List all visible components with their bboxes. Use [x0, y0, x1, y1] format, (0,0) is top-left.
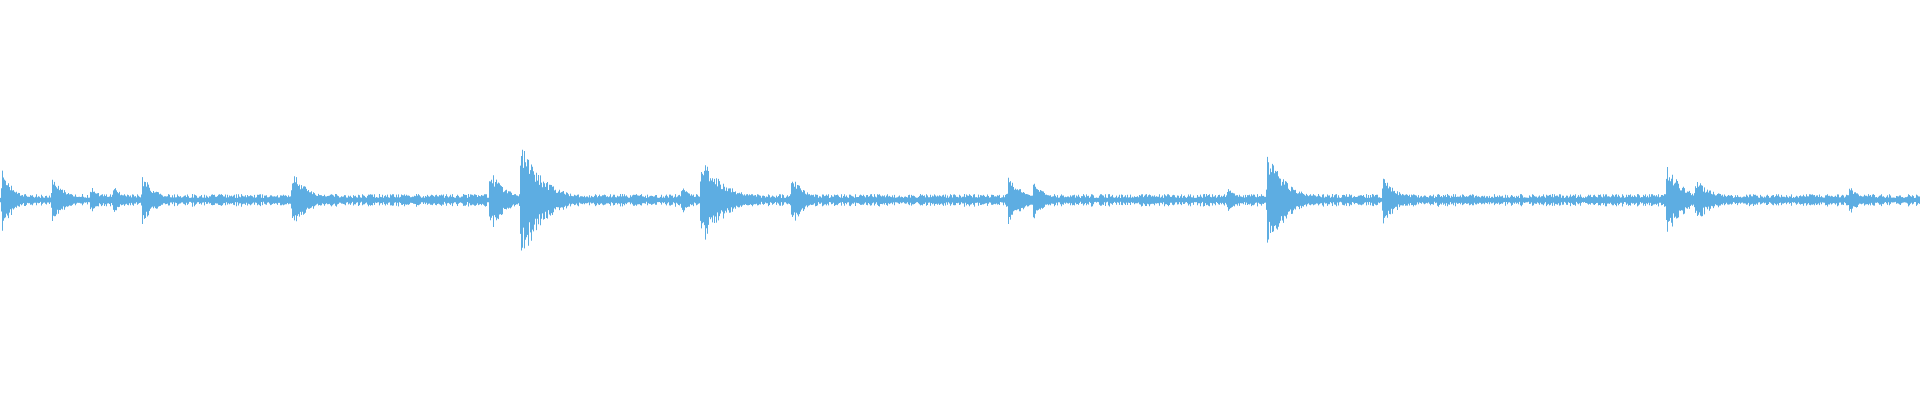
- waveform-path: [0, 149, 1920, 251]
